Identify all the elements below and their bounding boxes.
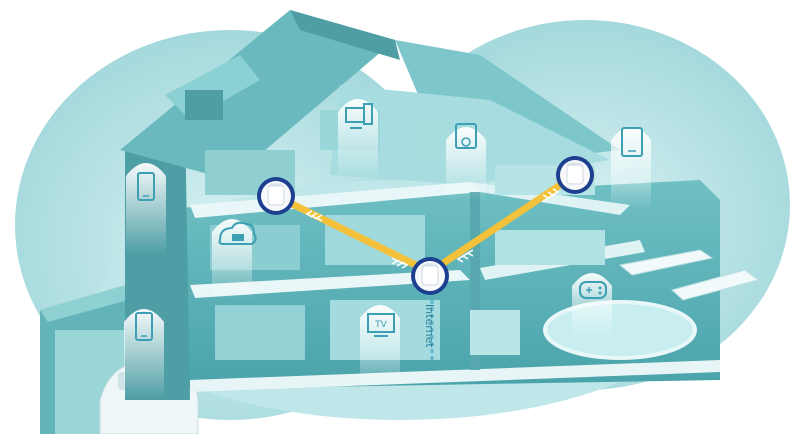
tv-icon-label: TV xyxy=(374,320,387,330)
mesh-router-icon xyxy=(556,156,594,194)
mesh-router-icon xyxy=(257,177,295,215)
internet-label: Internet xyxy=(423,304,436,348)
mesh-router-icon xyxy=(411,257,449,295)
